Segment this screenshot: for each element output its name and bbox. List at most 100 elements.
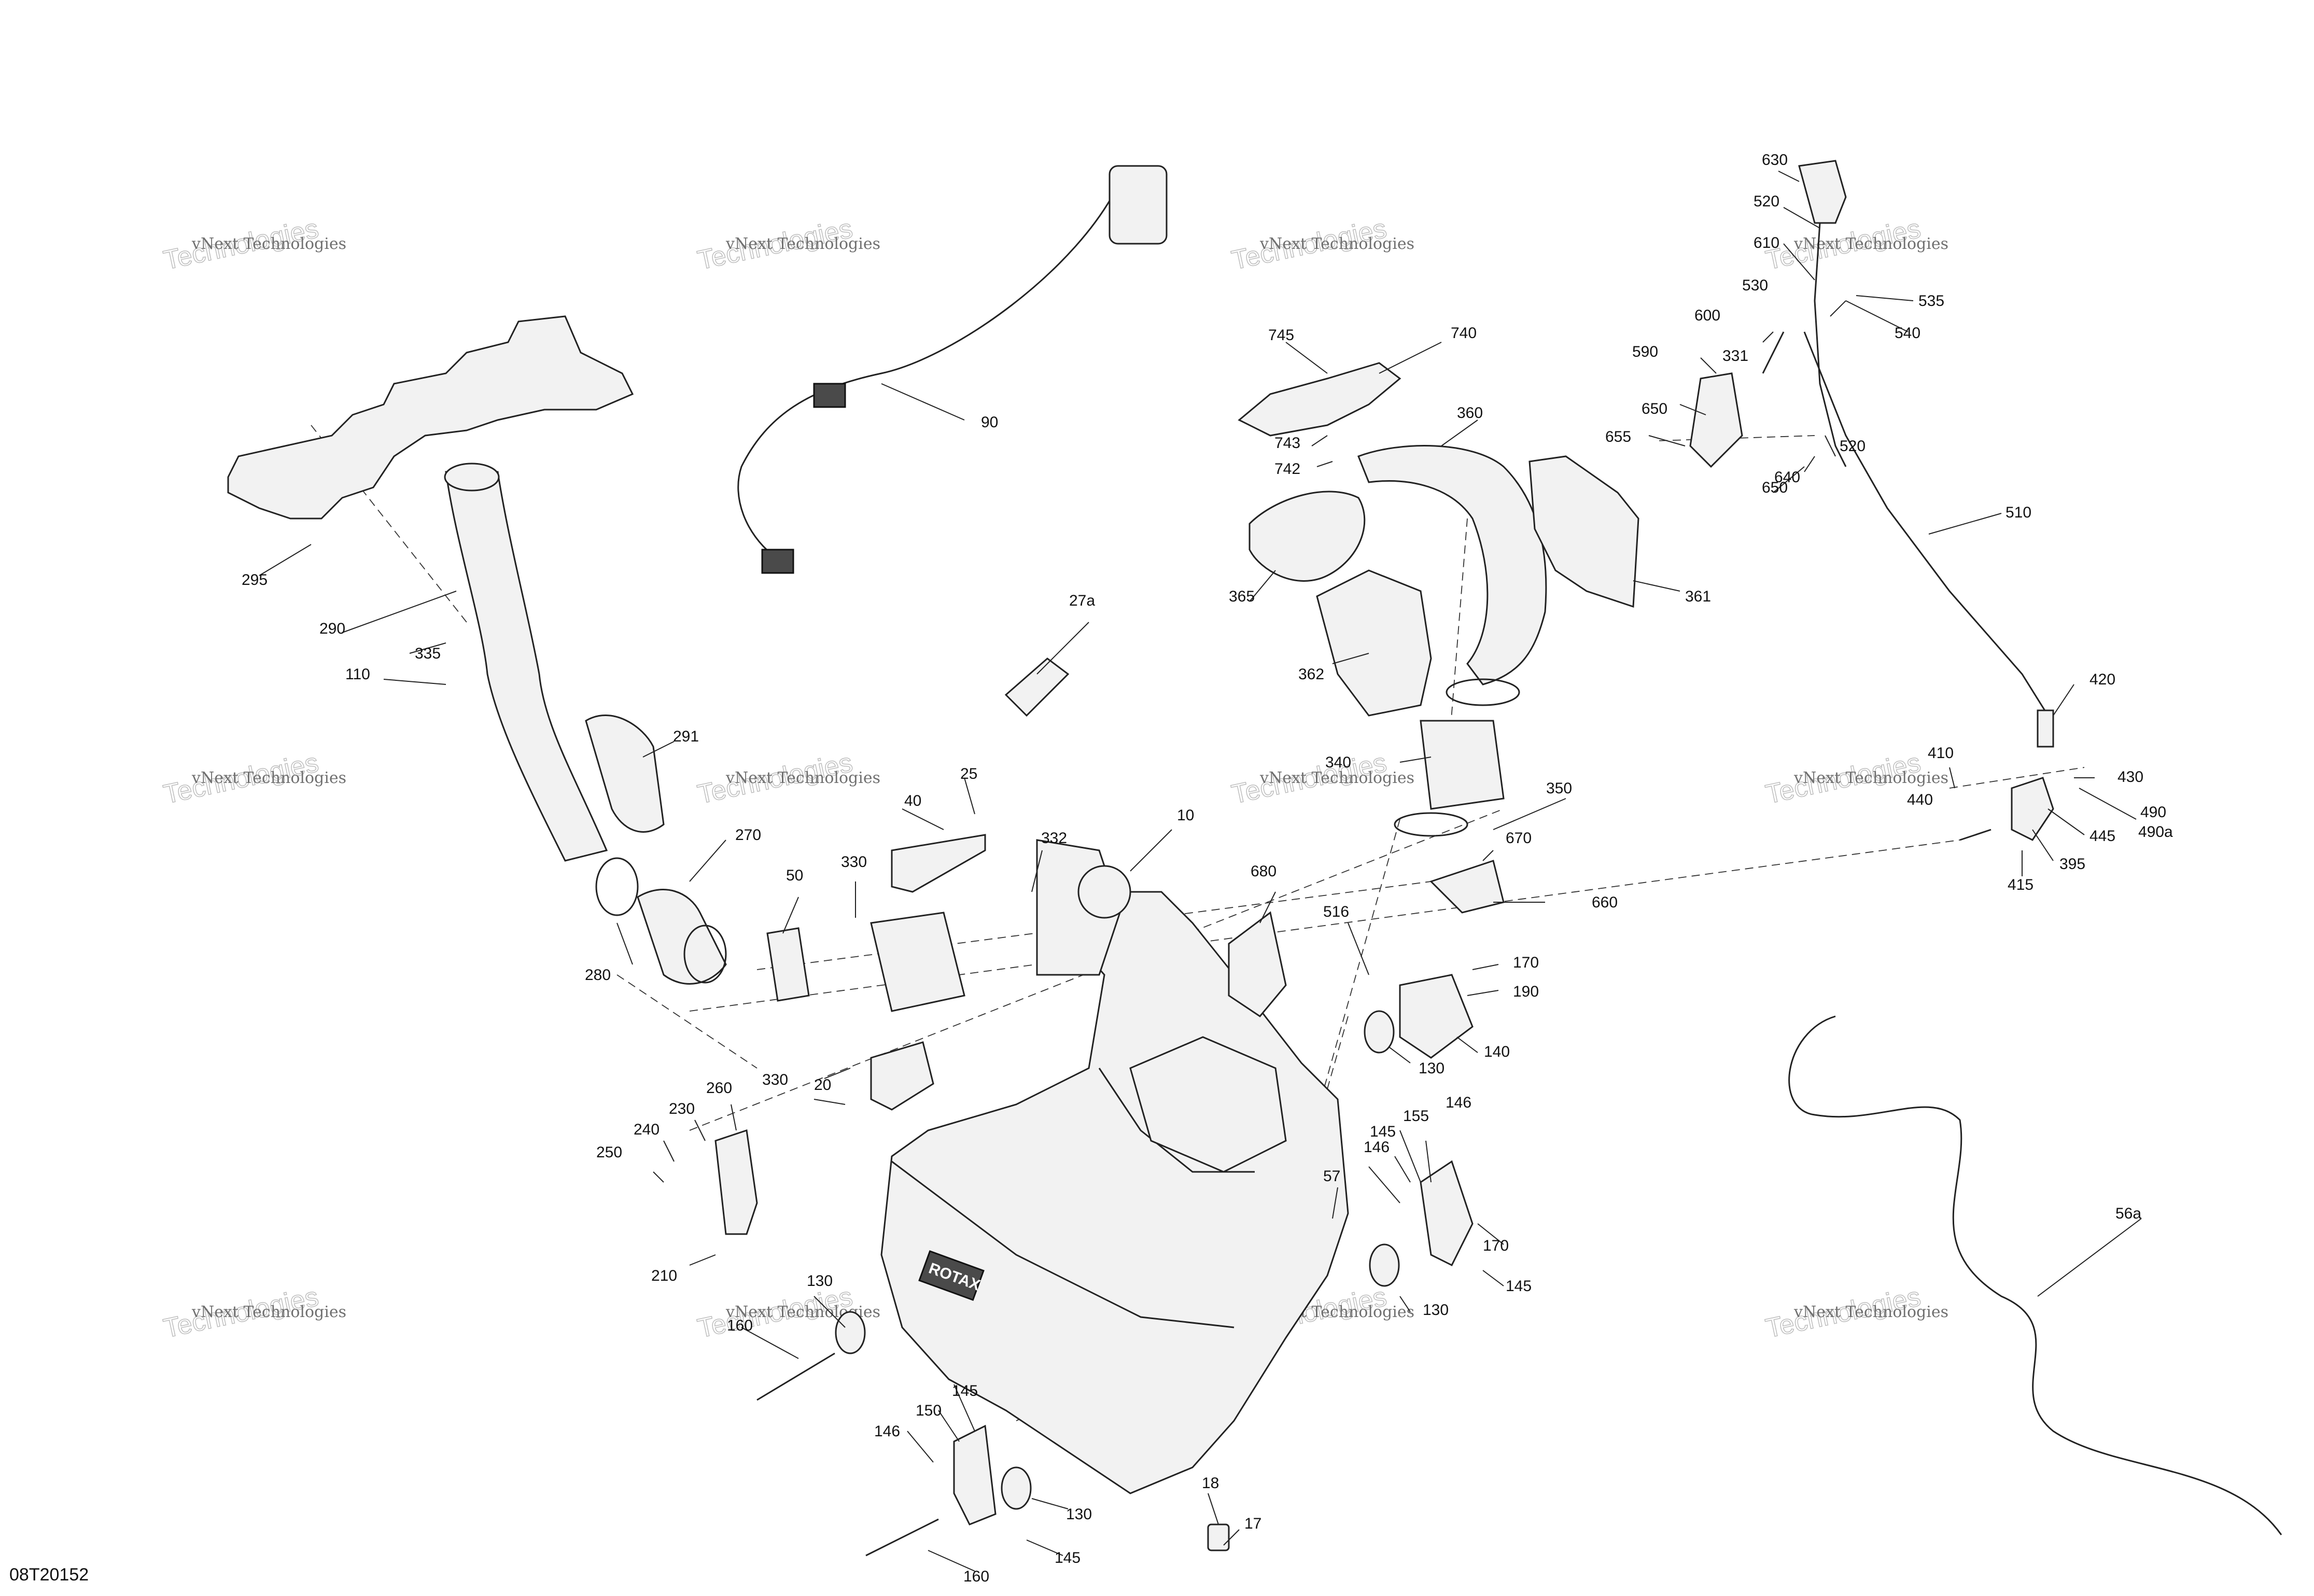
watermark: Technologies vNext Technologies (1763, 1281, 1948, 1344)
callout-label: 130 (1423, 1301, 1449, 1319)
watermark: Technologies vNext Technologies (161, 1281, 346, 1344)
watermark-text: vNext Technologies (1259, 769, 1414, 787)
callout-label: 130 (1419, 1060, 1445, 1077)
callout-label: 90 (981, 414, 998, 431)
callout-label: 335 (415, 645, 441, 662)
callout-label: 146 (874, 1423, 900, 1440)
callout-label: 640 (1774, 469, 1800, 486)
callout-label: 330 (762, 1071, 788, 1088)
linkage-pin (1959, 829, 1992, 841)
callout-label: 330 (841, 853, 867, 871)
callout-label: 145 (1370, 1123, 1396, 1140)
callout-label: 145 (952, 1382, 978, 1399)
lower-mount-bracket (953, 1424, 997, 1525)
label-plate (766, 927, 810, 1002)
shift-lever (1814, 222, 1847, 467)
callout-label: 361 (1685, 588, 1711, 605)
exhaust-coupler (637, 889, 727, 985)
vent-hose (1788, 1015, 2282, 1535)
bracket-140 (1399, 974, 1474, 1059)
engine-mount (1001, 1466, 1032, 1510)
watermark: Technologies vNext Technologies (1229, 747, 1414, 810)
callout-label: 670 (1506, 830, 1532, 847)
callout-label: 350 (1546, 780, 1572, 797)
engine-block (880, 891, 1349, 1494)
callout-label: 291 (673, 728, 699, 745)
exhaust-pipe (445, 471, 608, 862)
engine-mount (1369, 1243, 1400, 1287)
parts-layer: ROTAX (227, 160, 2282, 1557)
callout-label: 420 (2089, 671, 2115, 688)
callout-label: 445 (2089, 828, 2115, 845)
cylinder-head-rear (1129, 1036, 1287, 1173)
callout-label: 610 (1754, 234, 1779, 251)
callout-label: 50 (786, 867, 803, 884)
callout-label: 331 (1722, 347, 1748, 365)
callout-label: 25 (960, 765, 977, 782)
callout-label: 145 (1506, 1278, 1532, 1295)
callout-label: 260 (706, 1080, 732, 1097)
assembly-line (1949, 767, 2085, 789)
callout-label: 516 (1323, 903, 1349, 920)
foam-pad-right (1528, 455, 1639, 608)
callout-label: 430 (2117, 768, 2143, 786)
exhaust-clamp (683, 925, 727, 984)
watermark: Technologies vNext Technologies (1229, 213, 1414, 276)
long-bolt (865, 1518, 939, 1557)
callout-label: 600 (1694, 307, 1720, 324)
callout-label: 160 (727, 1317, 753, 1334)
callout-label: 535 (1918, 292, 1944, 310)
callout-label: 520 (1840, 438, 1866, 455)
return-spring (1762, 331, 1785, 374)
harness-connector (813, 383, 846, 408)
callout-label: 332 (1041, 830, 1067, 847)
callout-label: 395 (2059, 856, 2085, 873)
callout-label: 130 (1066, 1506, 1092, 1523)
callout-label: 280 (585, 967, 611, 984)
callout-label: 365 (1229, 588, 1255, 605)
callout-label: 250 (596, 1144, 622, 1161)
watermark: Technologies vNext Technologies (695, 747, 880, 810)
callout-label: 440 (1907, 791, 1933, 808)
watermark-text: vNext Technologies (191, 1303, 346, 1321)
callout-label: 145 (1055, 1549, 1081, 1566)
drain-plug (1207, 1523, 1230, 1551)
watermark-text: vNext Technologies (1793, 769, 1948, 787)
callout-label: 210 (651, 1267, 677, 1284)
callout-label: 650 (1762, 479, 1788, 496)
callout-label: 130 (807, 1272, 833, 1290)
watermark: Technologies vNext Technologies (161, 213, 346, 276)
callout-label: 415 (2008, 876, 2033, 893)
bracket-660 (1429, 860, 1505, 914)
watermark-text: vNext Technologies (1793, 1303, 1948, 1321)
callout-label: 362 (1298, 666, 1324, 683)
air-intake-duct (1357, 445, 1547, 685)
watermark-text: vNext Technologies (725, 769, 880, 787)
watermark-text: vNext Technologies (725, 235, 880, 253)
callout-label: 360 (1457, 404, 1483, 422)
callout-label: 110 (345, 666, 370, 683)
watermark: Technologies vNext Technologies (161, 747, 346, 810)
callout-label: 530 (1742, 277, 1768, 294)
watermark-text: vNext Technologies (191, 769, 346, 787)
callout-label: 146 (1446, 1094, 1471, 1111)
callout-label: 490 (2140, 804, 2166, 821)
callout-label: 742 (1274, 460, 1300, 478)
exhaust-boot (585, 715, 665, 833)
callout-label: 20 (814, 1076, 831, 1094)
callout-label: 410 (1928, 745, 1954, 762)
leader-lines (259, 171, 2142, 1572)
exhaust-pipe-flange (444, 463, 500, 492)
callout-label: 340 (1325, 754, 1351, 771)
small-hose (1004, 657, 1070, 717)
engine-mount (1364, 1010, 1395, 1054)
rotax-badge (918, 1250, 985, 1301)
watermark-text: vNext Technologies (191, 235, 346, 253)
harness-connector (761, 549, 794, 574)
callout-label: 290 (319, 620, 345, 637)
callout-label: 520 (1754, 193, 1779, 210)
bracket-680 (1228, 911, 1287, 1017)
ecu-module (870, 912, 965, 1012)
callout-label: 590 (1632, 343, 1658, 360)
